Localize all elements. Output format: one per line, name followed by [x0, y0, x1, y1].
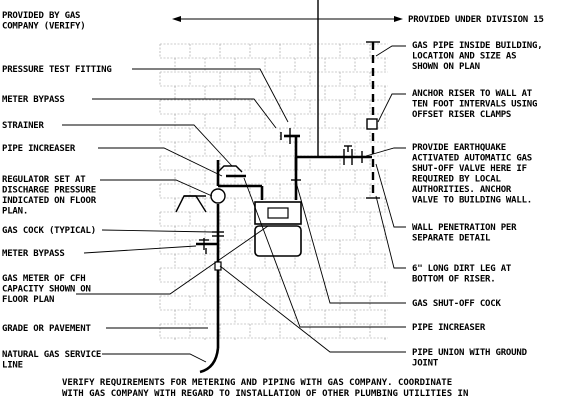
label-pressure-test-fitting: PRESSURE TEST FITTING [2, 65, 112, 75]
bottom-note-line: WITH GAS COMPANY WITH REGARD TO INSTALLA… [62, 389, 468, 399]
label-anchor-riser-line: TEN FOOT INTERVALS USING [412, 100, 537, 110]
label-strainer-line: STRAINER [2, 121, 45, 131]
label-pressure-test-fitting-line: PRESSURE TEST FITTING [2, 65, 112, 75]
label-earthquake-valve-line: SHUT-OFF VALVE HERE IF [412, 164, 527, 174]
label-dirt-leg-line: 6" LONG DIRT LEG AT [412, 264, 512, 274]
label-earthquake-valve-line: ACTIVATED AUTOMATIC GAS [412, 154, 532, 164]
label-dirt-leg-line: BOTTOM OF RISER. [412, 275, 496, 285]
label-grade-or-pavement: GRADE OR PAVEMENT [2, 324, 91, 334]
label-gas-pipe-inside-building-line: LOCATION AND SIZE AS [412, 52, 516, 62]
label-pipe-union-line: PIPE UNION WITH GROUND [412, 348, 528, 358]
label-wall-penetration-line: WALL PENETRATION PER [412, 223, 517, 233]
leader-line [377, 93, 406, 123]
label-meter-bypass-upper-line: METER BYPASS [2, 95, 65, 105]
leader-line [365, 147, 406, 157]
label-earthquake-valve-line: VALVE TO BUILDING WALL. [412, 196, 532, 206]
brick-wall [159, 43, 388, 340]
label-gas-pipe-inside-building: GAS PIPE INSIDE BUILDING,LOCATION AND SI… [412, 41, 542, 72]
leader-line [98, 147, 223, 177]
label-meter-bypass-lower-line: METER BYPASS [2, 249, 65, 259]
leader-line [92, 98, 277, 129]
label-gas-cock-typical: GAS COCK (TYPICAL) [2, 226, 96, 236]
label-natural-gas-service-line-line: LINE [2, 361, 23, 371]
division-line [172, 0, 403, 158]
label-earthquake-valve-line: AUTHORITIES. ANCHOR [412, 185, 512, 195]
label-pipe-increaser-left-line: PIPE INCREASER [2, 144, 76, 154]
label-gas-meter-capacity-line: GAS METER OF CFH [2, 274, 86, 284]
label-pipe-increaser-right: PIPE INCREASER [412, 323, 486, 333]
label-provided-by-gas-company-line: PROVIDED BY GAS [2, 11, 80, 21]
label-meter-bypass-upper: METER BYPASS [2, 95, 65, 105]
leader-line [243, 177, 406, 328]
label-pipe-increaser-left: PIPE INCREASER [2, 144, 76, 154]
meter-dial [267, 207, 289, 219]
leader-line [295, 181, 406, 304]
label-pipe-increaser-right-line: PIPE INCREASER [412, 323, 486, 333]
label-earthquake-valve-line: PROVIDE EARTHQUAKE [412, 143, 506, 153]
leader-line [76, 225, 269, 295]
label-gas-shut-off-cock: GAS SHUT-OFF COCK [412, 299, 501, 309]
label-gas-meter-capacity-line: FLOOR PLAN [2, 295, 54, 305]
label-regulator-set-line: DISCHARGE PRESSURE [2, 186, 96, 196]
label-regulator-set-line: INDICATED ON FLOOR [2, 196, 97, 206]
leader-line [100, 179, 213, 197]
meter-piping [175, 128, 302, 374]
label-gas-pipe-inside-building-line: SHOWN ON PLAN [412, 62, 480, 72]
regulator [210, 188, 226, 204]
leader-line [375, 195, 406, 269]
label-meter-bypass-lower: METER BYPASS [2, 249, 65, 259]
label-gas-cock-typical-line: GAS COCK (TYPICAL) [2, 226, 96, 236]
label-regulator-set-line: REGULATOR SET AT [2, 175, 86, 185]
label-anchor-riser-line: OFFSET RISER CLAMPS [412, 110, 511, 120]
leader-line [132, 68, 289, 123]
leader-line [83, 245, 197, 254]
leader-line [102, 353, 207, 363]
leader-line [62, 124, 233, 167]
label-natural-gas-service-line-line: NATURAL GAS SERVICE [2, 350, 101, 360]
label-anchor-riser-line: ANCHOR RISER TO WALL AT [412, 89, 533, 99]
leader-line [375, 163, 406, 228]
gas-pipe-inside-building [366, 41, 380, 199]
label-grade-or-pavement-line: GRADE OR PAVEMENT [2, 324, 91, 334]
leader-lines [62, 45, 406, 363]
label-gas-meter-capacity-line: CAPACITY SHOWN ON [2, 285, 91, 295]
label-earthquake-valve-line: REQUIRED BY LOCAL [412, 175, 501, 185]
bottom-note-line: VERIFY REQUIREMENTS FOR METERING AND PIP… [62, 378, 452, 388]
building-feed-pipe [296, 145, 372, 165]
label-strainer: STRAINER [2, 121, 45, 131]
riser-clamp [366, 118, 378, 130]
label-regulator-set-line: PLAN. [2, 207, 28, 217]
label-wall-penetration-line: SEPARATE DETAIL [412, 234, 491, 244]
bottom-note: VERIFY REQUIREMENTS FOR METERING AND PIP… [62, 378, 468, 399]
leader-line [101, 229, 213, 233]
label-gas-shut-off-cock-line: GAS SHUT-OFF COCK [412, 299, 501, 309]
label-gas-pipe-inside-building-line: GAS PIPE INSIDE BUILDING, [412, 41, 542, 51]
label-provided-by-gas-company-line: COMPANY (VERIFY) [2, 22, 86, 32]
leader-line [219, 265, 406, 353]
leader-line [375, 45, 406, 57]
label-pipe-union-line: JOINT [412, 359, 439, 369]
label-provided-under-division-15: PROVIDED UNDER DIVISION 15 [408, 15, 544, 25]
